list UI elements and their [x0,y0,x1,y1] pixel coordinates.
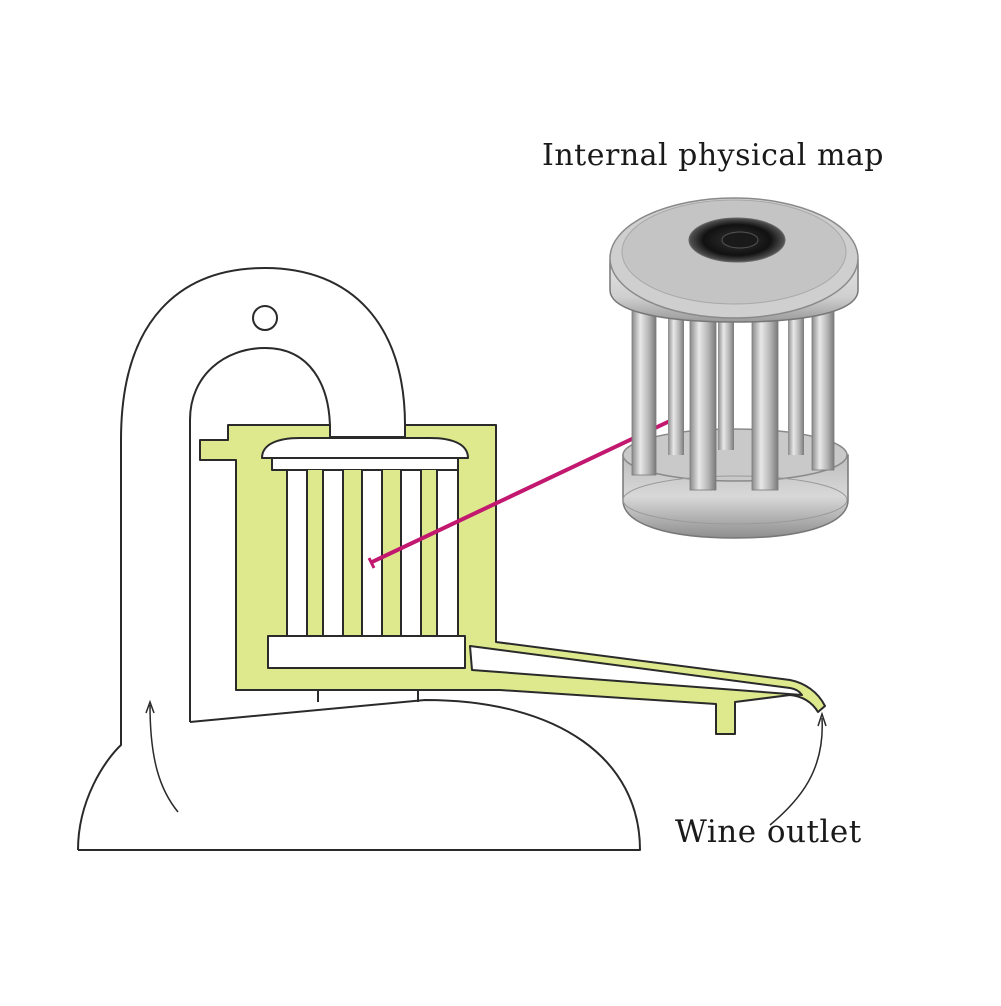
filter-rods [308,470,436,635]
up-arrow-icon [145,699,179,813]
filter-core [261,437,469,669]
outlet-label: Wine outlet [675,814,862,850]
pointer-line [367,418,674,569]
photo-caption: Internal physical map [542,138,884,173]
outlet-arrow-icon [769,711,827,826]
filter-photo [609,197,859,539]
